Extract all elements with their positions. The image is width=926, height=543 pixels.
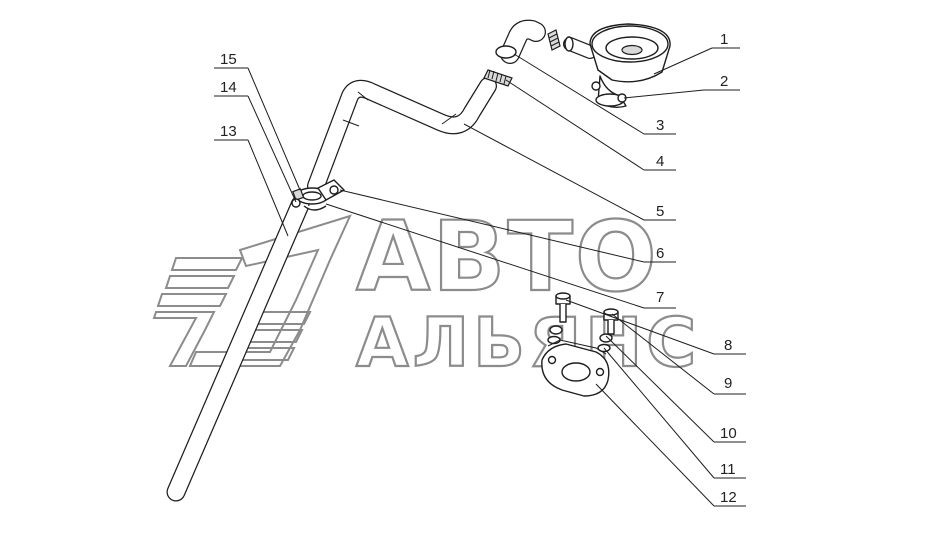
spring-washer (549, 325, 613, 343)
callout-12: 12 (720, 489, 737, 506)
pipe-stub (563, 36, 597, 59)
callout-2: 2 (720, 73, 728, 90)
callout-8: 8 (724, 337, 732, 354)
oil-separator (589, 23, 671, 109)
watermark-line1: АВТО (356, 201, 659, 313)
long-pipe (166, 195, 310, 502)
leader-lines (214, 47, 746, 507)
callout-4: 4 (656, 153, 664, 170)
breather-hose (307, 77, 497, 195)
bolt-left (555, 292, 571, 323)
callout-7: 7 (656, 289, 664, 306)
callout-6: 6 (656, 245, 664, 262)
hose-clamp-assembly (291, 179, 345, 211)
callout-10: 10 (720, 425, 737, 442)
flange-gasket (541, 339, 610, 397)
watermark-line2: АЛЬЯНС (356, 304, 700, 383)
callout-9: 9 (724, 375, 732, 392)
elbow-hose (495, 19, 546, 64)
callout-11: 11 (720, 461, 736, 478)
callout-3: 3 (656, 117, 664, 134)
spring-clip (547, 29, 561, 51)
callout-15: 15 (220, 51, 237, 68)
callout-13: 13 (220, 123, 237, 140)
callout-5: 5 (656, 203, 664, 220)
watermark-logo-icon (152, 214, 352, 367)
callout-14: 14 (220, 79, 237, 96)
callout-labels: 1 2 3 4 5 6 7 8 9 10 11 12 13 14 15 (220, 31, 737, 506)
callout-1: 1 (720, 31, 728, 48)
small-clamp (483, 69, 513, 87)
